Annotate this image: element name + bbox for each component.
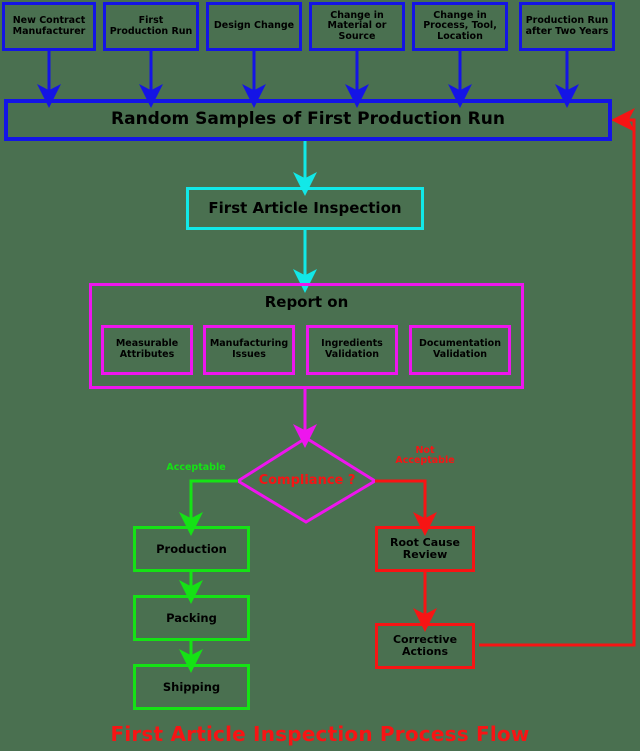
decision-diamond-compliance <box>235 436 378 524</box>
trigger-box-production-run-after-two-years[interactable]: Production Run after Two Years <box>519 2 615 51</box>
packing-label: Packing <box>166 610 217 625</box>
arrow-not-acceptable-branch <box>375 479 437 536</box>
report-item-documentation-validation[interactable]: Documentation Validation <box>409 325 511 375</box>
edge-label-acceptable: Acceptable <box>166 462 226 473</box>
trigger-box-design-change[interactable]: Design Change <box>206 2 302 51</box>
report-item-measurable-attributes[interactable]: Measurable Attributes <box>101 325 193 375</box>
report-item-label: Documentation Validation <box>419 338 501 360</box>
corrective-actions-box[interactable]: Corrective Actions <box>375 623 475 669</box>
trigger-label: First Production Run <box>109 14 193 37</box>
trigger-box-new-contract-manufacturer[interactable]: New Contract Manufacturer <box>2 2 96 51</box>
report-item-ingredients-validation[interactable]: Ingredients Validation <box>306 325 398 375</box>
edge-label-not-acceptable: Not Acceptable <box>395 445 455 467</box>
trigger-label: Change in Process, Tool, Location <box>423 9 497 42</box>
random-samples-box[interactable]: Random Samples of First Production Run <box>4 99 612 141</box>
report-item-manufacturing-issues[interactable]: Manufacturing Issues <box>203 325 295 375</box>
first-article-inspection-label: First Article Inspection <box>208 199 402 218</box>
trigger-label: Production Run after Two Years <box>525 14 609 37</box>
first-article-inspection-box[interactable]: First Article Inspection <box>186 187 424 230</box>
trigger-label: Design Change <box>213 20 295 32</box>
trigger-box-first-production-run[interactable]: First Production Run <box>103 2 199 51</box>
production-label: Production <box>156 541 227 556</box>
corrective-actions-label: Corrective Actions <box>392 632 458 658</box>
arrow-acceptable-branch <box>179 479 238 536</box>
trigger-box-change-in-process-tool-location[interactable]: Change in Process, Tool, Location <box>412 2 508 51</box>
decision-label-compliance: Compliance ? <box>258 473 356 488</box>
random-samples-label: Random Samples of First Production Run <box>111 109 505 130</box>
packing-box[interactable]: Packing <box>133 595 250 641</box>
report-on-container: Report on <box>89 283 524 389</box>
report-item-label: Ingredients Validation <box>321 338 383 360</box>
shipping-label: Shipping <box>162 679 221 694</box>
trigger-label: Change in Material or Source <box>327 9 387 42</box>
shipping-box[interactable]: Shipping <box>133 664 250 710</box>
trigger-label: New Contract Manufacturer <box>12 14 86 37</box>
report-item-label: Measurable Attributes <box>115 338 179 360</box>
trigger-box-change-in-material-or-source[interactable]: Change in Material or Source <box>309 2 405 51</box>
arrow-corrective-feedback-loop <box>479 108 636 647</box>
root-cause-review-label: Root Cause Review <box>389 535 460 561</box>
production-box[interactable]: Production <box>133 526 250 572</box>
report-on-title: Report on <box>264 293 349 311</box>
root-cause-review-box[interactable]: Root Cause Review <box>375 526 475 572</box>
diagram-title: First Article Inspection Process Flow <box>110 722 530 746</box>
report-item-label: Manufacturing Issues <box>209 338 289 360</box>
